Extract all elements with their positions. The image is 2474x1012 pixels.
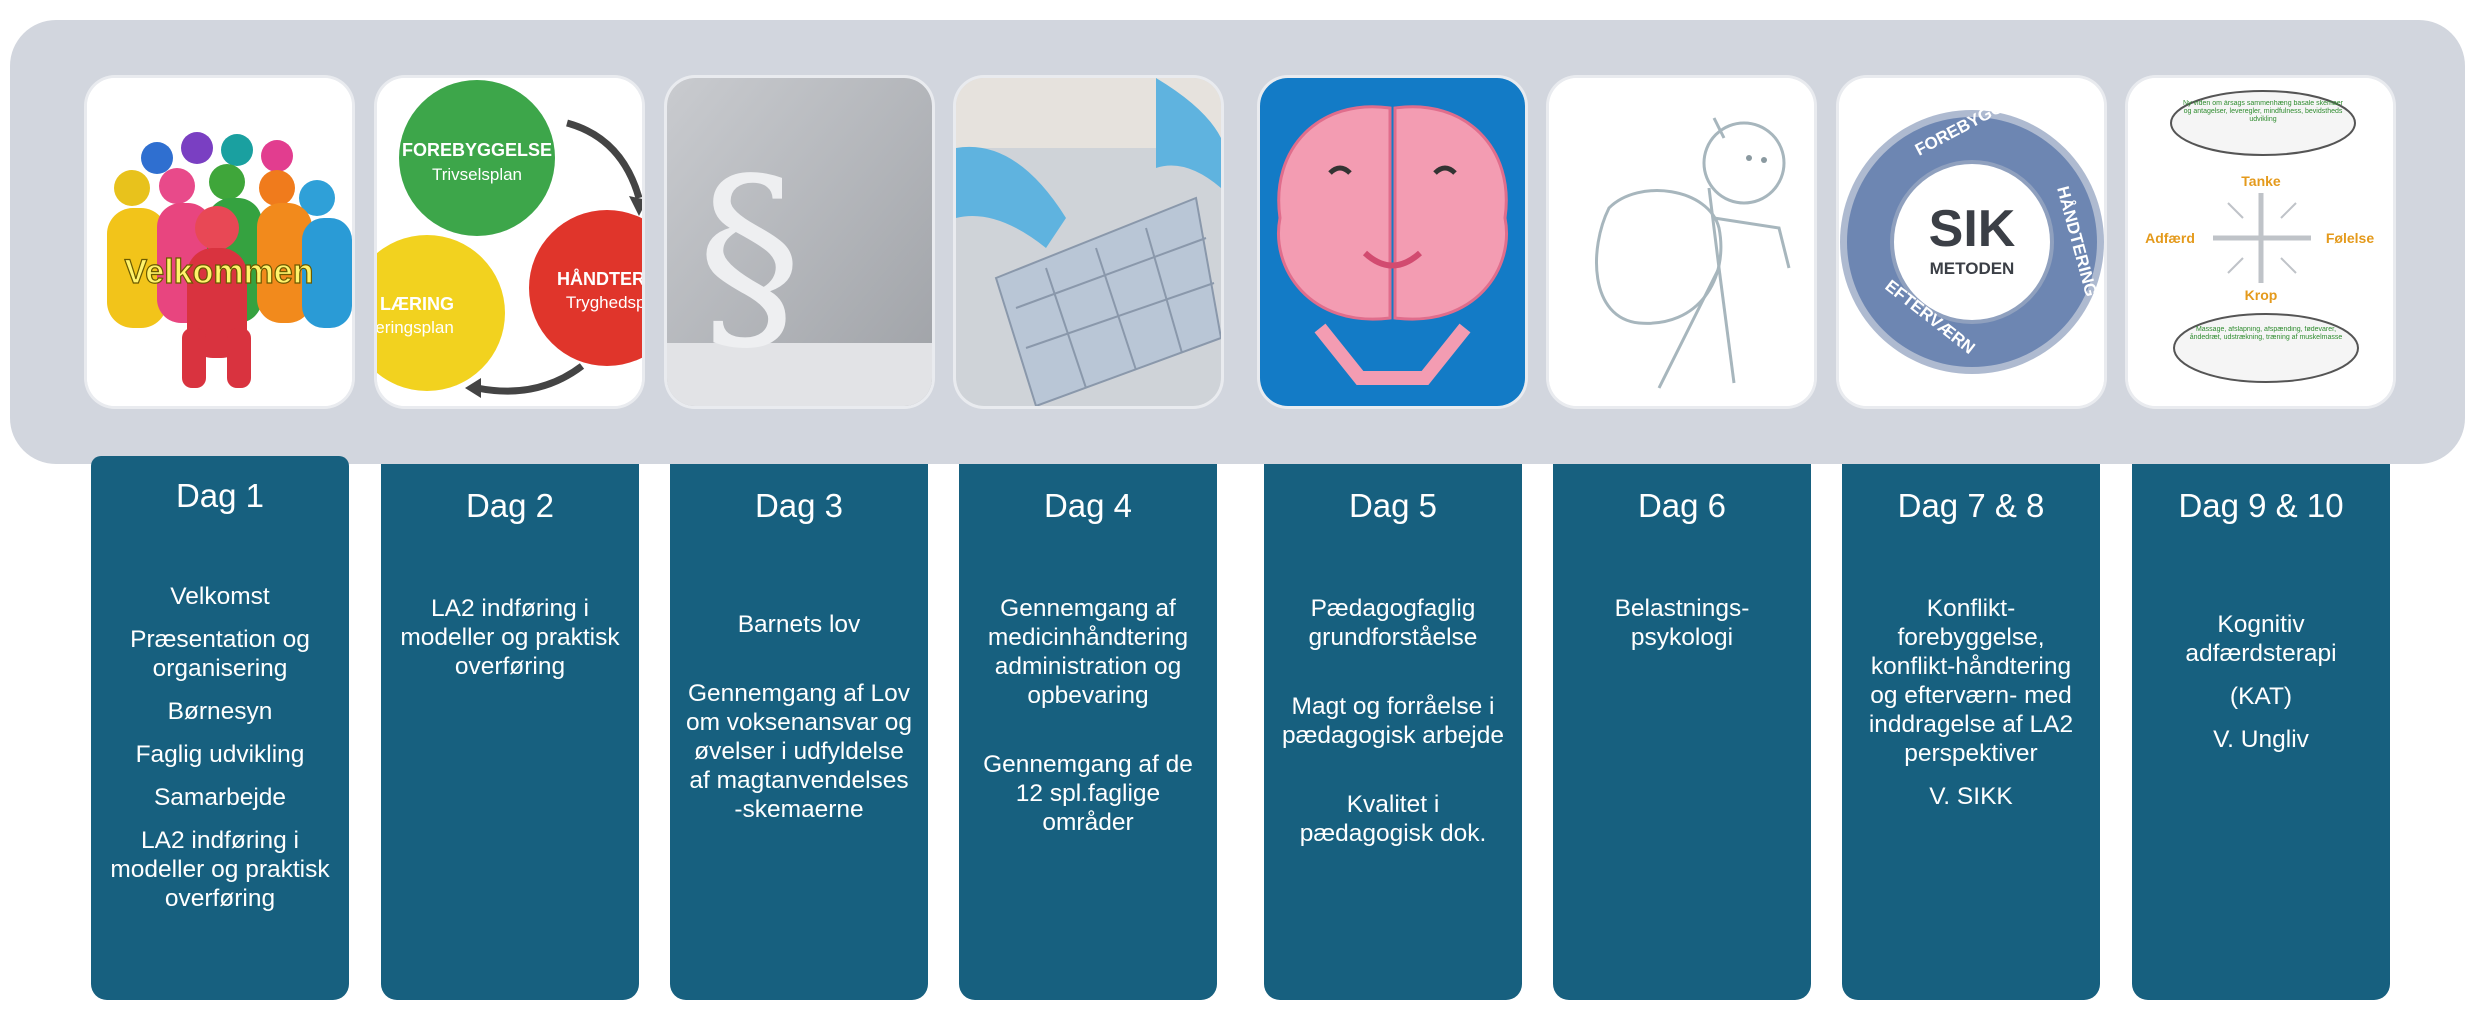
agenda-item: V. SIKK	[1929, 783, 2013, 810]
agenda-item: Kognitiv adfærdsterapi	[2185, 611, 2337, 667]
day-6-panel: Dag 6 Belastnings-psykologi	[1553, 464, 1811, 1000]
agenda-item: V. Ungliv	[2213, 726, 2309, 753]
day-title: Dag 2	[465, 487, 555, 524]
welcome-image: Velkommen	[87, 78, 352, 406]
day-title: Dag 7 & 8	[1897, 487, 2045, 524]
day-title: Dag 9 & 10	[2178, 487, 2344, 524]
day-title: Dag 4	[1043, 487, 1133, 524]
handling-subtitle: Tryghedsplan	[566, 293, 642, 312]
medicine-dispenser-image	[956, 78, 1221, 406]
agenda-item: LA2 indføring i modeller og praktisk ove…	[110, 827, 330, 912]
agenda-item: LA2 indføring i modeller og praktisk ove…	[400, 595, 620, 680]
agenda-item: Kvalitet i pædagogisk dok.	[1299, 791, 1487, 847]
agenda-item: Konflikt-forebyggelse, konflikt-håndteri…	[1868, 595, 2074, 767]
agenda-item: Magt og forråelse i pædagogisk arbejde	[1281, 693, 1505, 749]
day-3-panel: Dag 3 Barnets lov Gennemgang af Lov om v…	[670, 464, 928, 1000]
agenda-item: Faglig udvikling	[135, 741, 305, 768]
agenda-item: (KAT)	[2229, 683, 2293, 710]
day-title: Dag 3	[754, 487, 844, 524]
learning-subtitle: Læringsplan	[377, 318, 454, 337]
cbt-body-label: Krop	[2245, 287, 2278, 303]
day-title: Dag 6	[1637, 487, 1727, 524]
agenda-item: Gennemgang af de 12 spl.faglige områder	[983, 751, 1193, 836]
prevention-title: FOREBYGGELSE	[402, 140, 552, 160]
sik-logo-text: SIK	[1929, 200, 2016, 258]
agenda-item: Samarbejde	[153, 784, 287, 811]
day-4-panel: Dag 4 Gennemgang af medicinhåndtering ad…	[959, 464, 1217, 1000]
cbt-body-cloud-text: Massage, afslapning, afspænding, fødevar…	[2189, 326, 2343, 341]
day-9-10-panel: Dag 9 & 10 Kognitiv adfærdsterapi (KAT) …	[2132, 464, 2390, 1000]
agenda-item: Pædagogfaglig grundforståelse	[1308, 595, 1478, 651]
agenda-item: Velkomst	[170, 583, 270, 610]
prevention-cycle-image: FOREBYGGELSE Trivselsplan HÅNDTERING Try…	[377, 78, 642, 406]
day-5-panel: Dag 5 Pædagogfaglig grundforståelse Magt…	[1264, 464, 1522, 1000]
cbt-thought-label: Tanke	[2241, 173, 2281, 189]
day-title: Dag 1	[175, 477, 265, 514]
burden-stick-figure-image	[1549, 78, 1814, 406]
paragraph-sign-image: §	[667, 78, 932, 406]
cbt-diagram-image: Ny viden om årsags sammenhæng basale ske…	[2128, 78, 2393, 406]
cbt-behavior-label: Adfærd	[2145, 230, 2195, 246]
cbt-feeling-label: Følelse	[2326, 230, 2374, 246]
agenda-item: Præsentation og organisering	[130, 626, 310, 682]
agenda-item: Gennemgang af Lov om voksenansvar og øve…	[685, 680, 913, 823]
cbt-thoughts-cloud-text: Ny viden om årsags sammenhæng basale ske…	[2183, 100, 2343, 123]
brain-image	[1260, 78, 1525, 406]
handling-title: HÅNDTERING	[557, 269, 642, 289]
section-sign-icon: §	[697, 133, 802, 378]
day-2-panel: Dag 2 LA2 indføring i modeller og prakti…	[381, 464, 639, 1000]
agenda-item: Børnesyn	[167, 698, 273, 725]
sik-logo-subtitle: METODEN	[1930, 259, 2015, 278]
day-7-8-panel: Dag 7 & 8 Konflikt-forebyggelse, konflik…	[1842, 464, 2100, 1000]
agenda-item: Gennemgang af medicinhåndtering administ…	[987, 595, 1189, 709]
prevention-subtitle: Trivselsplan	[432, 165, 522, 184]
agenda-item: Belastnings-psykologi	[1614, 595, 1750, 651]
welcome-text: Velkommen	[125, 253, 314, 291]
day-title: Dag 5	[1348, 487, 1438, 524]
learning-title: LÆRING	[380, 294, 454, 314]
sik-method-image: SIK METODEN FOREBYGGELSE HÅNDTERING EFTE…	[1839, 78, 2104, 406]
day-1-panel: Dag 1 Velkomst Præsentation og organiser…	[91, 456, 349, 1000]
agenda-item: Barnets lov	[737, 611, 861, 638]
